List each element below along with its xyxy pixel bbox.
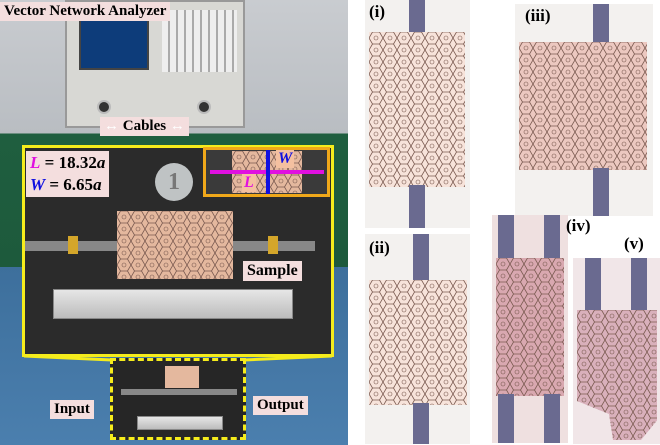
feed-tab-top-left <box>498 215 514 260</box>
connector-left <box>68 236 78 254</box>
vna-screen <box>79 12 149 70</box>
coin: 1 <box>155 163 193 201</box>
vna-label: Vector Network Analyzer <box>0 2 171 21</box>
sample-i-board <box>369 32 465 187</box>
label-iii: (iii) <box>525 6 551 25</box>
zoom-connector-lines <box>23 354 333 362</box>
feed-tab-left <box>585 258 601 313</box>
feed-tab-top-right <box>544 215 560 260</box>
label-v: (v) <box>624 234 644 253</box>
sample-iv <box>492 215 568 443</box>
sample-iv-board <box>496 258 564 396</box>
label-ii: (ii) <box>369 238 390 257</box>
vector-network-analyzer <box>65 0 245 128</box>
sample-board <box>117 211 233 279</box>
vna-keypad <box>162 10 237 72</box>
small-ruler <box>137 416 223 430</box>
dimension-labels: L = 18.32a W = 6.65a <box>26 151 110 197</box>
inset-length-label: L <box>242 174 256 192</box>
sample-ii-board <box>369 280 467 405</box>
small-cable <box>121 389 237 395</box>
feed-tab-bottom <box>593 168 609 216</box>
measurement-setup-photo: Vector Network Analyzer ↔ Cables ↔ L = 1… <box>0 0 348 445</box>
feed-tab-top <box>409 0 425 34</box>
full-setup-box <box>110 358 246 440</box>
width-value: W = 6.65a <box>30 175 102 194</box>
feed-tab-right <box>631 258 647 313</box>
label-iv: (iv) <box>566 216 591 235</box>
vna-port-2 <box>197 100 211 114</box>
sample-closeup: L = 18.32a W = 6.65a 1 Sample <box>22 145 334 357</box>
sample-iii-board <box>519 42 647 170</box>
sample-ii: (ii) <box>365 234 470 444</box>
label-i: (i) <box>369 2 386 21</box>
connector-right <box>268 236 278 254</box>
width-arrow <box>266 150 270 194</box>
length-value: L = 18.32a <box>30 153 106 172</box>
dimension-inset: L W <box>203 147 330 197</box>
ruler <box>53 289 293 319</box>
small-sample-board <box>165 366 199 388</box>
feed-tab-top <box>593 4 609 44</box>
sample-v <box>573 258 660 444</box>
feed-tab-bottom <box>409 185 425 228</box>
sample-iii: (iii) <box>515 4 653 216</box>
sample-i: (i) <box>365 0 470 228</box>
feed-tab-bottom-right <box>544 394 560 443</box>
feed-tab-bottom <box>413 403 429 444</box>
feed-tab-top <box>413 234 429 282</box>
sample-label: Sample <box>243 261 302 281</box>
feed-tab-bottom-left <box>498 394 514 443</box>
input-label: Input <box>50 400 94 419</box>
inset-width-label: W <box>276 150 295 168</box>
sample-v-board <box>577 310 657 440</box>
cables-label: ↔ Cables ↔ <box>100 117 189 136</box>
output-label: Output <box>253 396 308 415</box>
vna-port-1 <box>97 100 111 114</box>
